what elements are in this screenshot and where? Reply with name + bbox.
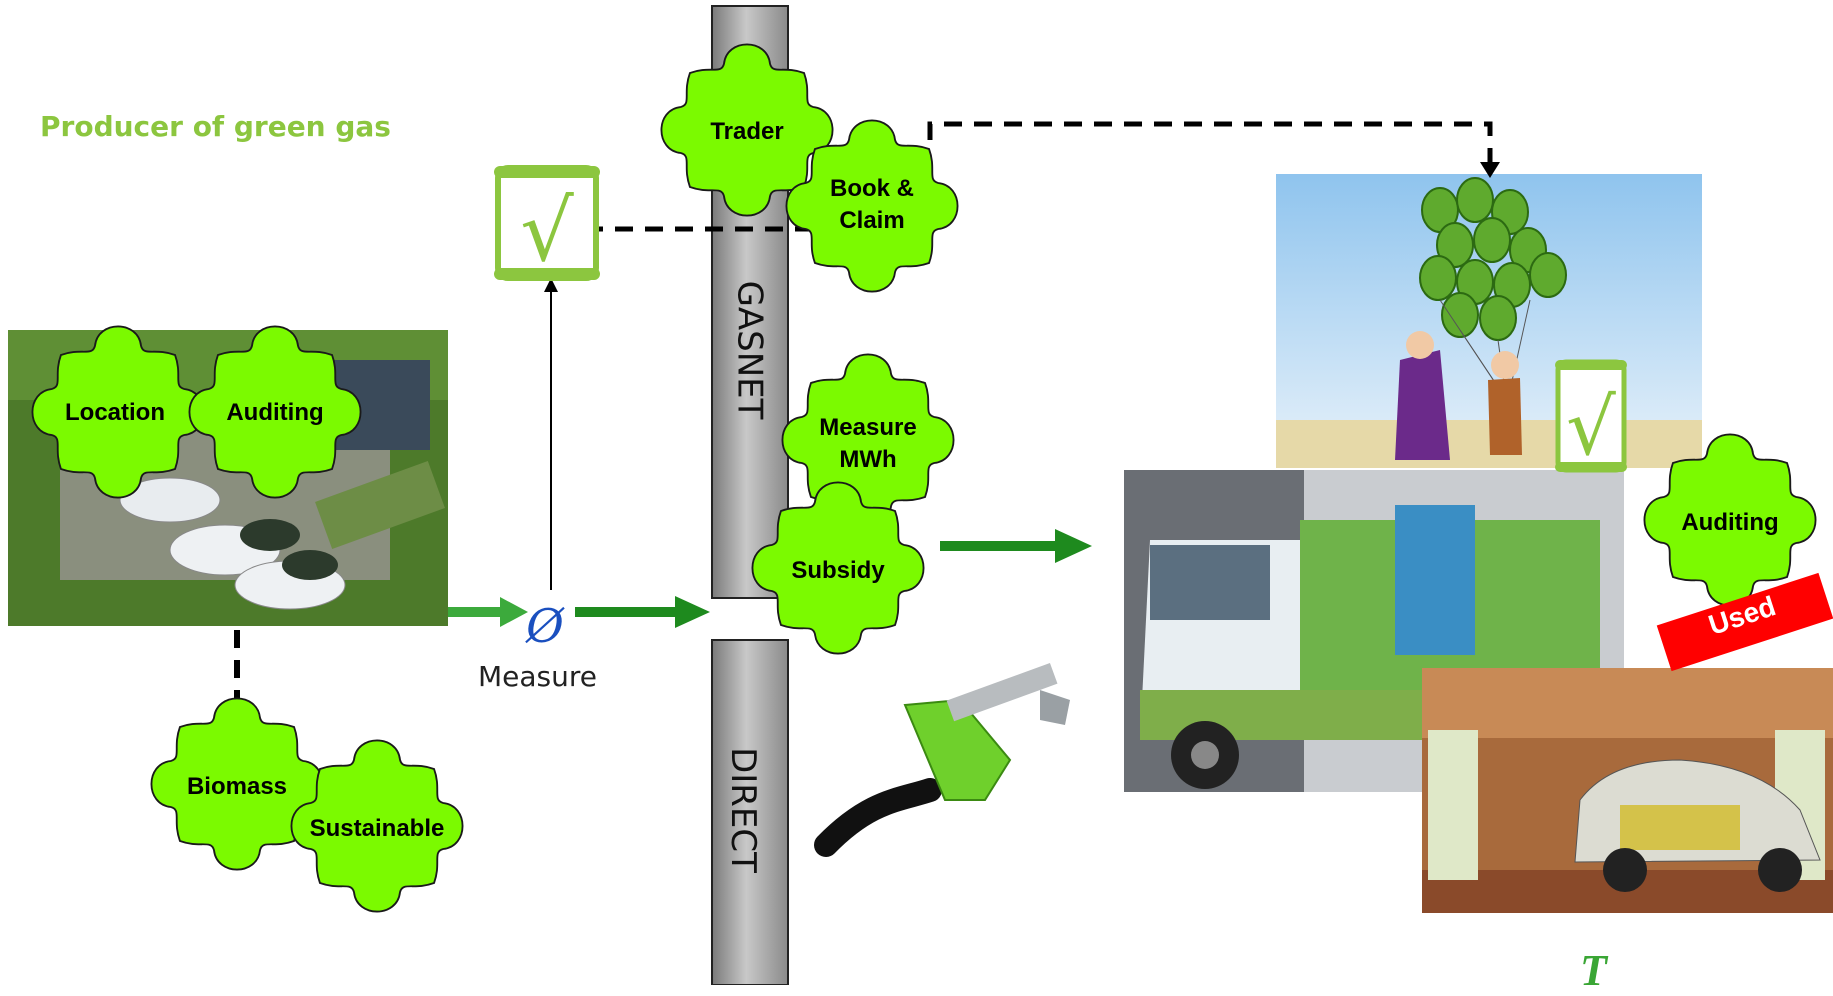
direct-label: DIRECT <box>722 747 763 873</box>
svg-text:Claim: Claim <box>839 207 904 234</box>
gasnet-label: GASNET <box>729 280 770 420</box>
meter-symbol: Ø <box>525 599 565 653</box>
flow-arrow-plant-to-measure <box>448 597 528 627</box>
certificate-icon: √ <box>494 165 600 281</box>
svg-text:Measure: Measure <box>819 414 916 441</box>
direct-pipe <box>711 639 789 985</box>
flow-arrow-measure-to-pipe <box>575 596 710 628</box>
puzzle-piece-location: Location <box>31 325 205 499</box>
flow-arrow-pipe-to-consumer <box>940 529 1092 563</box>
puzzle-piece-auditing-left: Auditing <box>188 325 362 499</box>
car-showroom-photo <box>1422 668 1833 913</box>
svg-text:Auditing: Auditing <box>1681 509 1778 536</box>
puzzle-piece-measure-mwh: Measure MWh <box>781 353 955 527</box>
svg-text:Biomass: Biomass <box>187 773 287 800</box>
measure-label: Measure <box>478 660 597 693</box>
puzzle-piece-trader: Trader <box>660 43 834 217</box>
logo-mark: T <box>1580 946 1607 995</box>
certificate-icon-consumer: √ <box>1555 359 1627 473</box>
svg-text:MWh: MWh <box>839 446 896 473</box>
page-title: Producer of green gas <box>40 110 391 143</box>
svg-text:Subsidy: Subsidy <box>791 557 885 584</box>
puzzle-piece-sustainable: Sustainable <box>290 739 464 913</box>
puzzle-piece-biomass: Biomass <box>150 697 324 871</box>
fuel-nozzle-image <box>814 662 1070 857</box>
svg-text:Trader: Trader <box>710 118 783 145</box>
certificate-check-consumer: √ <box>1566 383 1616 473</box>
arrow-measure-to-certificate <box>544 278 558 590</box>
puzzle-piece-subsidy: Subsidy <box>751 481 925 655</box>
svg-text:Book &: Book & <box>830 175 914 202</box>
svg-text:Auditing: Auditing <box>226 399 323 426</box>
svg-text:Location: Location <box>65 399 165 426</box>
balloon-cartoon-image <box>1276 174 1702 468</box>
puzzle-piece-book-claim: Book & Claim <box>785 119 959 293</box>
dashed-connector-trader-consumer <box>927 121 1500 178</box>
certificate-check: √ <box>520 182 574 280</box>
puzzle-piece-auditing-right: Auditing <box>1643 433 1817 607</box>
svg-text:Sustainable: Sustainable <box>310 815 445 842</box>
